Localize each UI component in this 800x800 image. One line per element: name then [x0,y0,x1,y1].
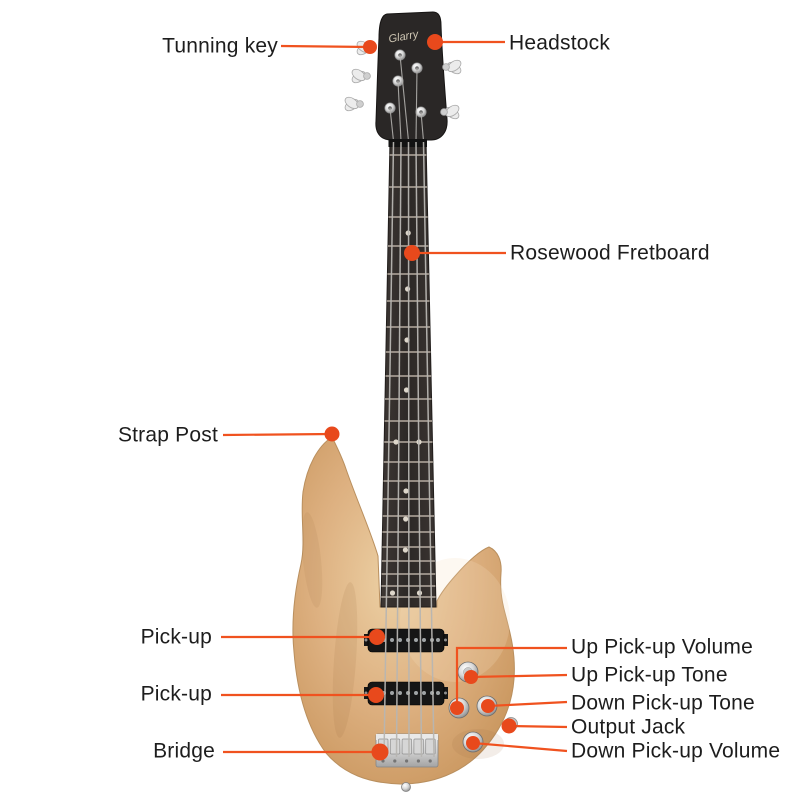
callout-dot-rosewood-fretboard [404,245,420,261]
label-bridge: Bridge [153,739,215,763]
callout-dot-headstock [427,34,443,50]
label-tuning-key: Tunning key [162,34,278,58]
callout-dot-down-pickup-tone [481,699,495,713]
callout-lines [221,40,568,754]
callout-line-strap-post [222,432,333,437]
strings [383,141,435,758]
label-pickup-neck: Pick-up [140,625,212,649]
callout-line-down-pickup-tone [487,700,568,708]
callout-dot-output-jack [501,718,517,734]
callout-dot-pickup-neck [369,629,385,645]
callout-dot-pickup-bridge [368,687,384,703]
callout-line-up-pickup-tone [470,673,568,679]
label-strap-post: Strap Post [117,423,218,447]
label-down-pickup-tone: Down Pick-up Tone [571,691,755,715]
headstock-strings [389,54,425,142]
pickup-bridge [364,681,448,706]
pickup-neck [364,628,448,653]
callout-dot-up-pickup-tone [464,670,478,684]
label-output-jack: Output Jack [571,715,686,739]
callout-dot-up-pickup-volume [450,701,464,715]
label-up-pickup-volume: Up Pick-up Volume [571,635,753,659]
label-headstock: Headstock [509,31,611,55]
callout-dot-strap-post [324,426,340,442]
callout-dots [324,34,517,761]
callout-dot-down-pickup-volume [466,736,480,750]
callout-line-down-pickup-volume [472,741,568,753]
label-up-pickup-tone: Up Pick-up Tone [571,663,728,687]
callout-line-up-pickup-volume [455,646,567,706]
label-pickup-bridge: Pick-up [140,682,212,706]
callout-line-output-jack [508,724,568,729]
guitar-body [292,436,515,785]
callout-dot-tuning-key [363,40,377,54]
strap-end-pin [401,782,411,792]
nut [388,139,427,147]
callout-dot-bridge [371,743,389,761]
label-rosewood-fretboard: Rosewood Fretboard [510,241,710,265]
brand-logo: Glarry [388,28,421,45]
callout-line-tuning-key [280,44,371,49]
label-down-pickup-volume: Down Pick-up Volume [571,739,781,763]
